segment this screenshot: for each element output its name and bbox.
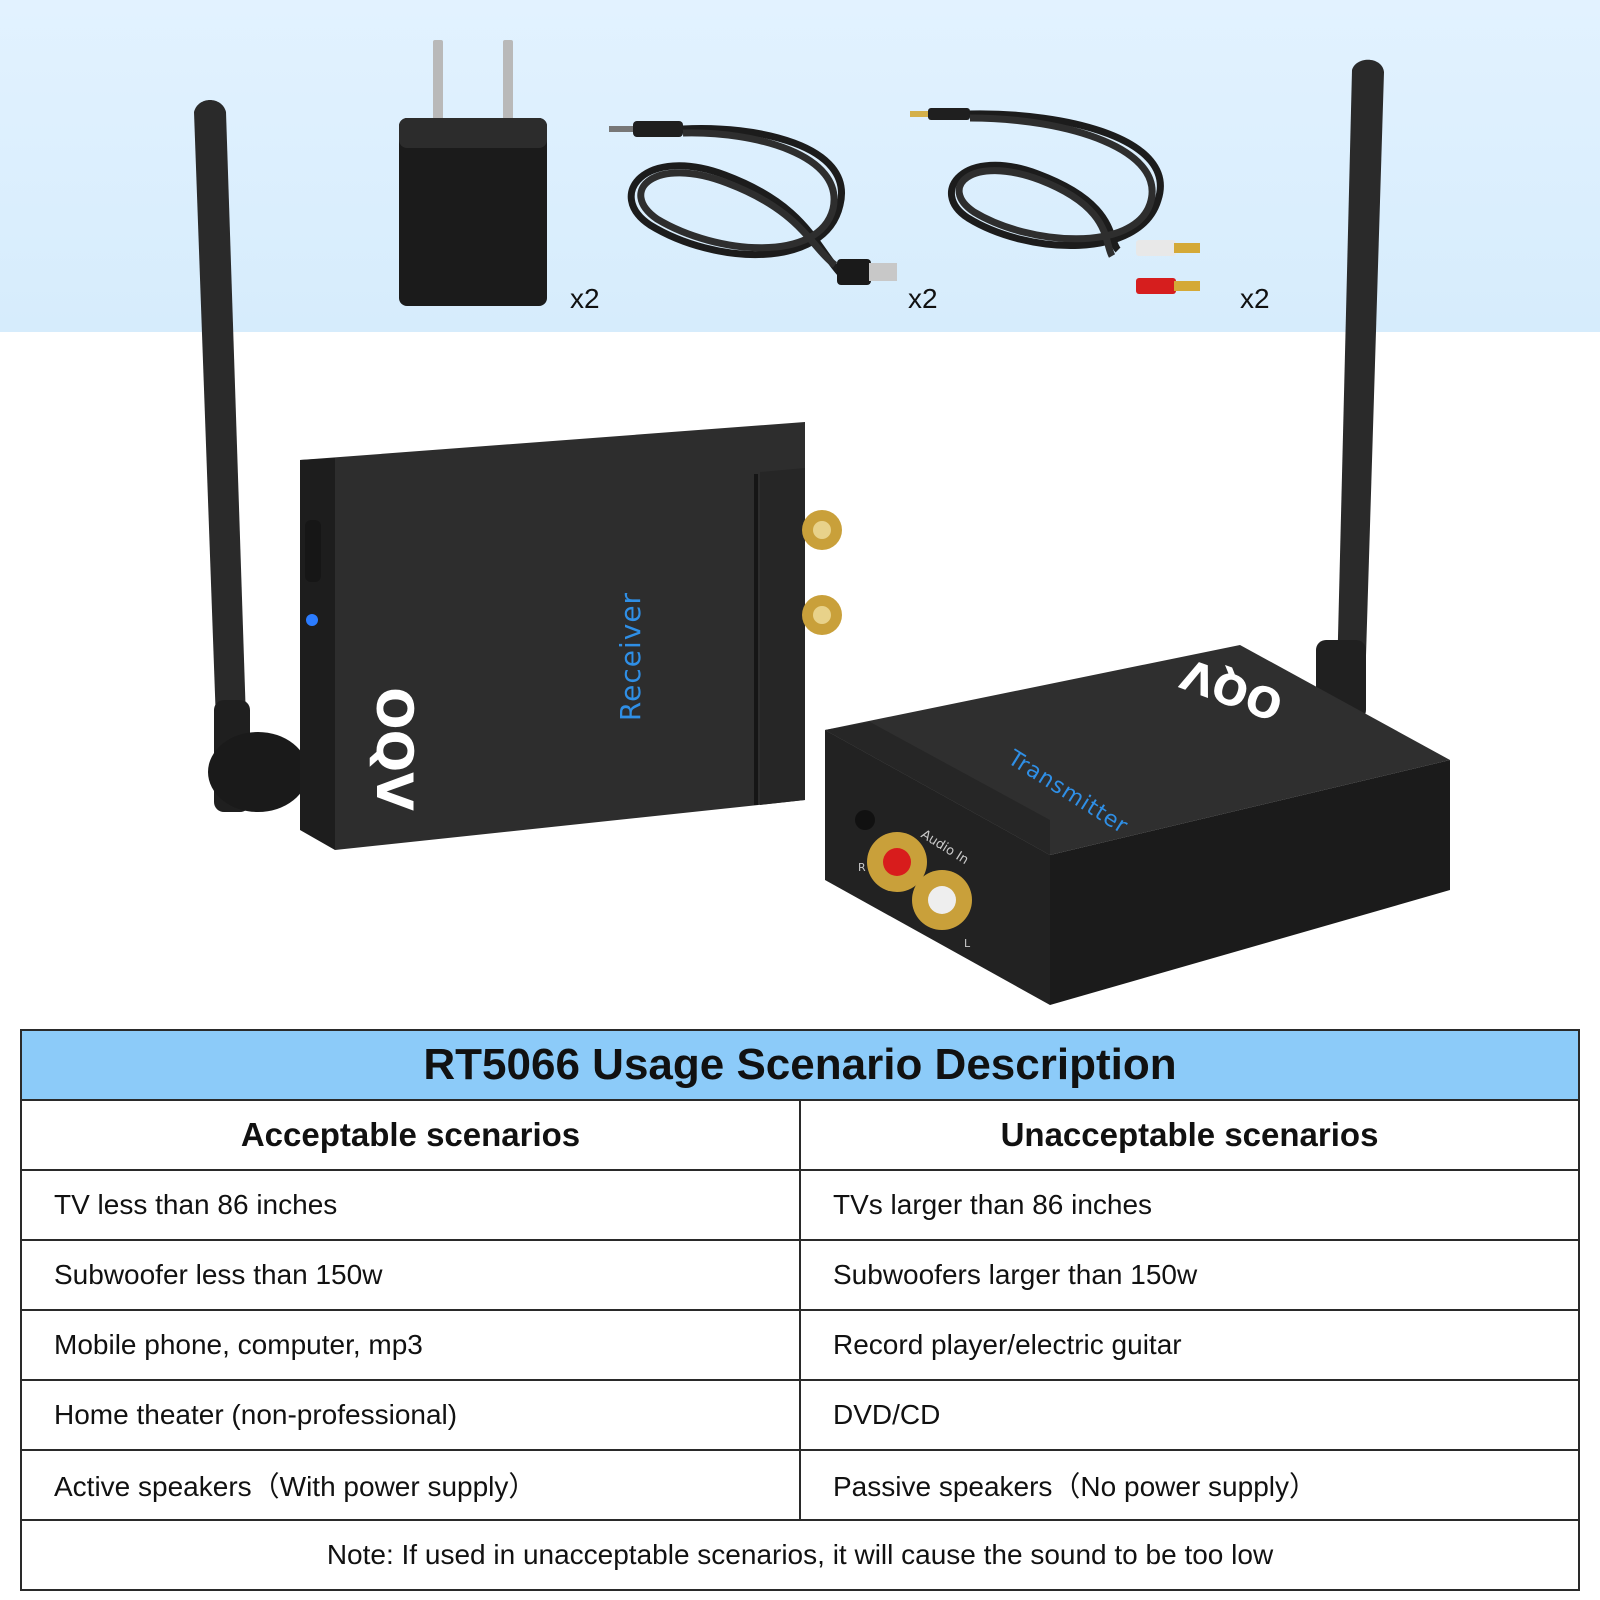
device-scene (194, 59, 1450, 1005)
table-header-row: Acceptable scenarios Unacceptable scenar… (20, 1099, 1580, 1171)
receiver-box (300, 422, 805, 850)
acceptable-cell: Home theater (non-professional) (20, 1379, 801, 1451)
usb-cable-quantity: x2 (908, 283, 938, 314)
acceptable-cell: Mobile phone, computer, mp3 (20, 1309, 801, 1381)
unacceptable-cell: Subwoofers larger than 150w (799, 1239, 1580, 1311)
table-row: Subwoofer less than 150w Subwoofers larg… (20, 1239, 1580, 1311)
receiver-antenna (194, 100, 308, 812)
rca-cable-quantity: x2 (1240, 283, 1270, 314)
accessories-band (0, 0, 1600, 332)
unacceptable-cell: DVD/CD (799, 1379, 1580, 1451)
table-note-row: Note: If used in unacceptable scenarios,… (20, 1519, 1580, 1591)
receiver-rca-jacks (802, 510, 842, 635)
table-title-row: RT5066 Usage Scenario Description (20, 1029, 1580, 1101)
transmitter-rca-jacks (855, 810, 972, 930)
transmitter-port-l-label: L (964, 937, 971, 950)
rca-cable-image (910, 108, 1200, 294)
column-header-unacceptable: Unacceptable scenarios (799, 1099, 1580, 1171)
receiver-brand-logo: OQV (364, 687, 423, 811)
adapter-quantity: x2 (570, 283, 600, 314)
table-row: TV less than 86 inches TVs larger than 8… (20, 1169, 1580, 1241)
power-adapter-image (399, 40, 547, 306)
table-row: Mobile phone, computer, mp3 Record playe… (20, 1309, 1580, 1381)
acceptable-cell: TV less than 86 inches (20, 1169, 801, 1241)
transmitter-antenna (1316, 59, 1384, 721)
table-row: Active speakers（With power supply） Passi… (20, 1449, 1580, 1521)
receiver-label: Receiver (614, 591, 648, 722)
transmitter-port-r-label: R (858, 861, 866, 874)
unacceptable-cell: TVs larger than 86 inches (799, 1169, 1580, 1241)
usage-scenario-table: RT5066 Usage Scenario Description Accept… (20, 1029, 1580, 1591)
transmitter-box (825, 645, 1450, 1005)
table-row: Home theater (non-professional) DVD/CD (20, 1379, 1580, 1451)
acceptable-cell: Subwoofer less than 150w (20, 1239, 801, 1311)
acceptable-cell: Active speakers（With power supply） (20, 1449, 801, 1521)
column-header-acceptable: Acceptable scenarios (20, 1099, 801, 1171)
table-note: Note: If used in unacceptable scenarios,… (20, 1519, 1580, 1591)
unacceptable-cell: Passive speakers（No power supply） (799, 1449, 1580, 1521)
usb-cable-image (609, 121, 897, 285)
table-title: RT5066 Usage Scenario Description (20, 1029, 1580, 1101)
unacceptable-cell: Record player/electric guitar (799, 1309, 1580, 1381)
